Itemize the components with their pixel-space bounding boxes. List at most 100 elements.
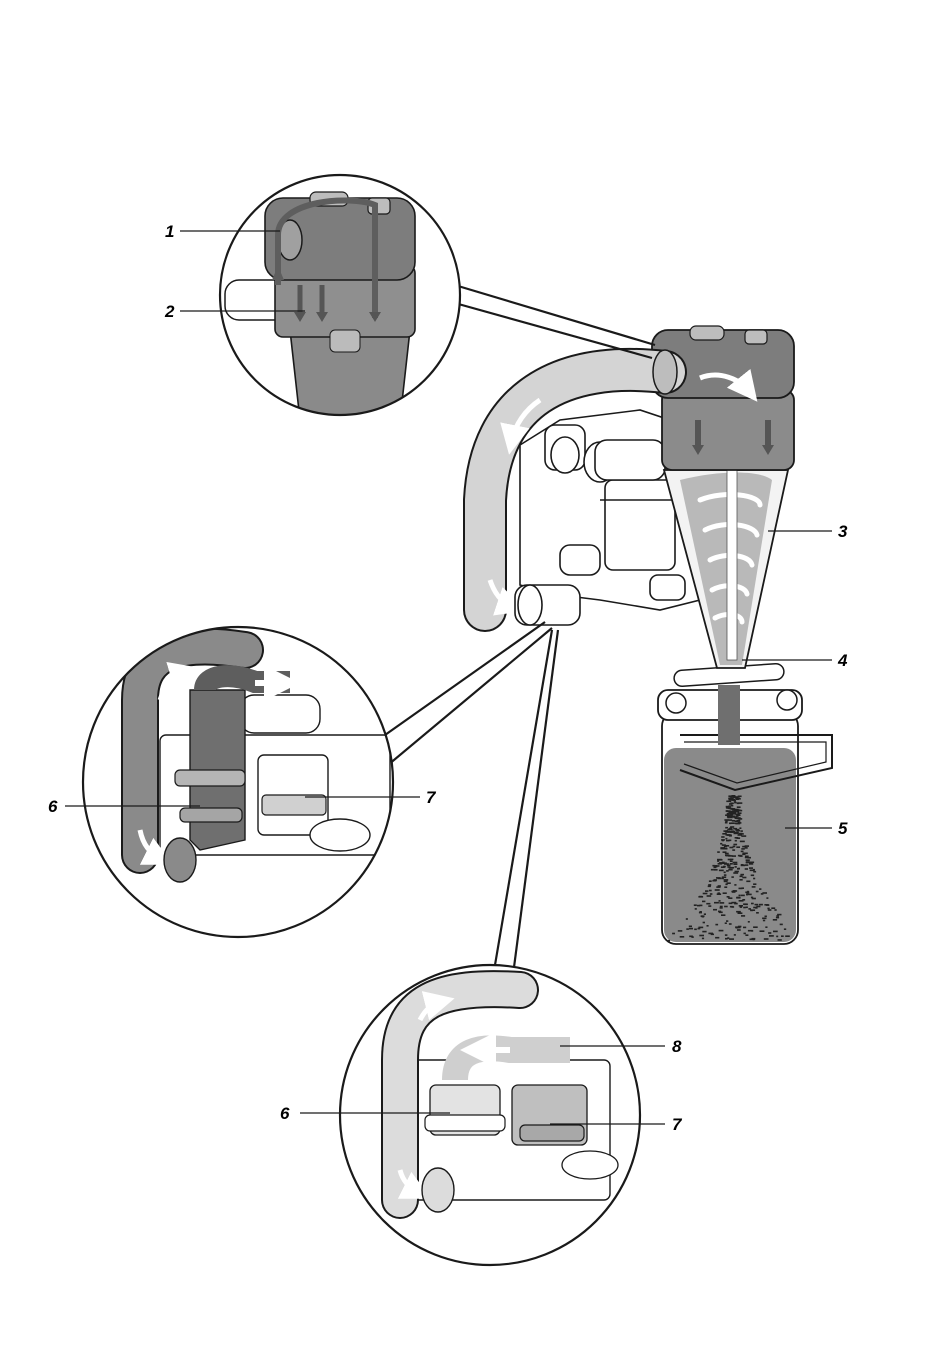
debris-particle	[736, 927, 741, 929]
callout-6-left: 6	[48, 797, 58, 816]
debris-particle	[769, 935, 774, 937]
main-assembly	[485, 326, 832, 944]
debris-particle	[719, 870, 724, 872]
debris-particle	[748, 921, 750, 923]
debris-particle	[746, 862, 748, 864]
debris-particle	[740, 830, 743, 832]
debris-particle	[707, 895, 712, 897]
debris-particle	[756, 891, 759, 893]
debris-particle	[733, 844, 737, 846]
debris-particle	[738, 798, 741, 800]
debris-particle	[755, 907, 757, 909]
debris-particle	[728, 840, 731, 842]
debris-particle	[732, 812, 736, 814]
debris-particle	[738, 796, 742, 798]
debris-particle	[725, 922, 727, 924]
zoom-circle-left	[83, 627, 400, 937]
debris-particle	[709, 890, 712, 892]
debris-particle	[725, 884, 727, 886]
debris-particle	[720, 843, 722, 845]
debris-particle	[680, 936, 685, 938]
debris-particle	[727, 817, 730, 819]
debris-particle	[731, 805, 733, 807]
debris-particle	[768, 909, 772, 911]
debris-particle	[741, 835, 746, 837]
debris-particle	[745, 847, 748, 849]
debris-particle	[716, 865, 719, 867]
debris-particle	[737, 868, 740, 870]
debris-particle	[785, 935, 790, 937]
debris-particle	[733, 862, 738, 864]
debris-particle	[714, 869, 718, 871]
debris-particle	[728, 897, 732, 899]
debris-particle	[708, 886, 711, 888]
debris-particle	[726, 920, 728, 922]
debris-particle	[761, 893, 764, 895]
debris-particle	[753, 871, 756, 873]
debris-particle	[739, 879, 742, 881]
debris-particle	[715, 889, 720, 891]
debris-particle	[729, 938, 734, 940]
debris-particle	[739, 900, 744, 902]
debris-particle	[730, 831, 733, 833]
debris-particle	[744, 933, 746, 935]
debris-particle	[774, 909, 776, 911]
debris-particle	[737, 817, 740, 819]
callout-1: 1	[165, 222, 174, 241]
debris-particle	[703, 893, 708, 895]
debris-particle	[741, 851, 744, 853]
debris-particle	[743, 927, 746, 929]
debris-particle	[725, 822, 728, 824]
debris-particle	[780, 924, 783, 926]
debris-particle	[724, 886, 727, 888]
debris-particle	[717, 851, 720, 853]
debris-particle	[678, 930, 683, 932]
debris-particle	[686, 918, 688, 920]
debris-particle	[719, 912, 723, 914]
debris-particle	[719, 900, 721, 902]
debris-particle	[747, 857, 751, 859]
debris-particle	[725, 934, 728, 936]
debris-particle	[727, 937, 729, 939]
debris-particle	[726, 801, 731, 803]
debris-particle	[732, 849, 735, 851]
debris-particle	[755, 904, 759, 906]
callout-4: 4	[837, 651, 848, 670]
debris-particle	[734, 802, 737, 804]
debris-particle	[759, 888, 761, 890]
debris-particle	[751, 930, 753, 932]
debris-particle	[776, 917, 779, 919]
debris-particle	[689, 928, 693, 930]
debris-particle	[735, 817, 738, 819]
debris-particle	[719, 863, 723, 865]
debris-particle	[753, 926, 758, 928]
debris-particle	[746, 892, 749, 894]
debris-particle	[735, 837, 739, 839]
debris-particle	[724, 881, 728, 883]
debris-particle	[689, 926, 692, 928]
debris-particle	[721, 878, 724, 880]
debris-particle	[728, 855, 732, 857]
callout-8: 8	[672, 1037, 682, 1056]
debris-particle	[737, 803, 739, 805]
debris-particle	[741, 865, 745, 867]
debris-particle	[720, 907, 723, 909]
debris-particle	[740, 841, 745, 843]
debris-particle	[722, 840, 724, 842]
debris-particle	[762, 918, 766, 920]
cyclone-head	[652, 326, 794, 470]
debris-particle	[724, 846, 727, 848]
debris-particle	[725, 827, 728, 829]
debris-particle	[734, 934, 736, 936]
debris-particle	[739, 855, 742, 857]
debris-particle	[729, 828, 732, 830]
debris-particle	[710, 893, 713, 895]
debris-particle	[709, 880, 712, 882]
debris-particle	[724, 874, 727, 876]
debris-particle	[749, 863, 752, 865]
debris-particle	[723, 892, 727, 894]
debris-particle	[719, 930, 724, 932]
debris-particle	[738, 814, 741, 816]
debris-particle	[746, 859, 750, 861]
debris-particle	[730, 863, 733, 865]
